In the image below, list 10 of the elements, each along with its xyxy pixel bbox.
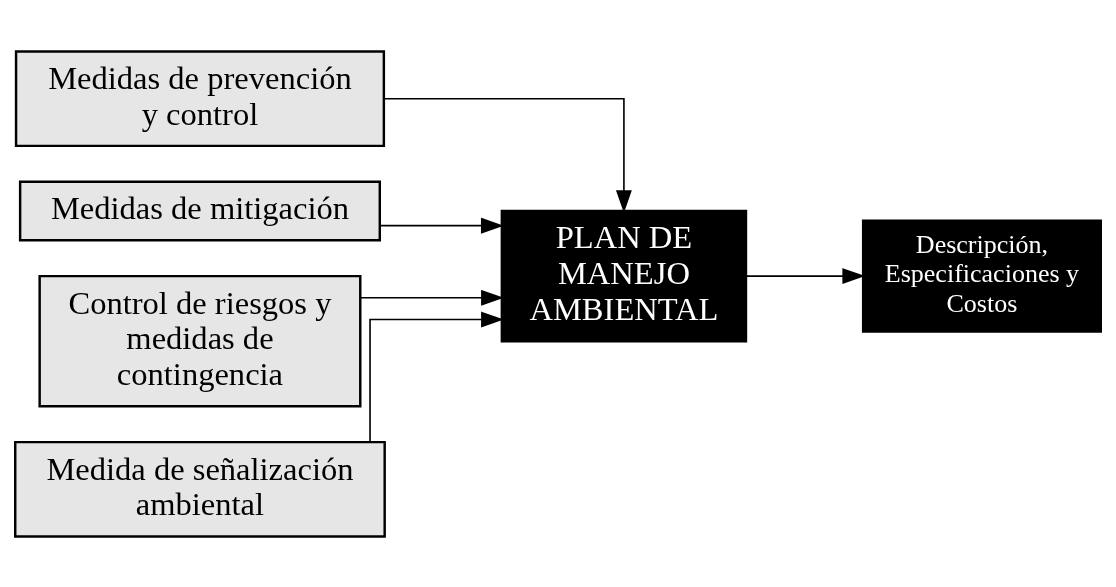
arrow	[360, 289, 504, 306]
node-box: PLAN DE MANEJO AMBIENTAL	[500, 209, 748, 342]
node-box: Medidas de mitigación	[18, 180, 381, 241]
node-box: Medidas de prevención y control	[14, 49, 386, 147]
arrow	[369, 311, 504, 443]
arrow	[383, 97, 632, 213]
arrow	[379, 217, 504, 234]
node-box: Control de riesgos y medidas de contingencia	[38, 274, 362, 407]
node-box: Descripción, Especificaciones y Costos	[861, 219, 1102, 333]
node-box: Medida de señalización ambiental	[14, 440, 386, 538]
